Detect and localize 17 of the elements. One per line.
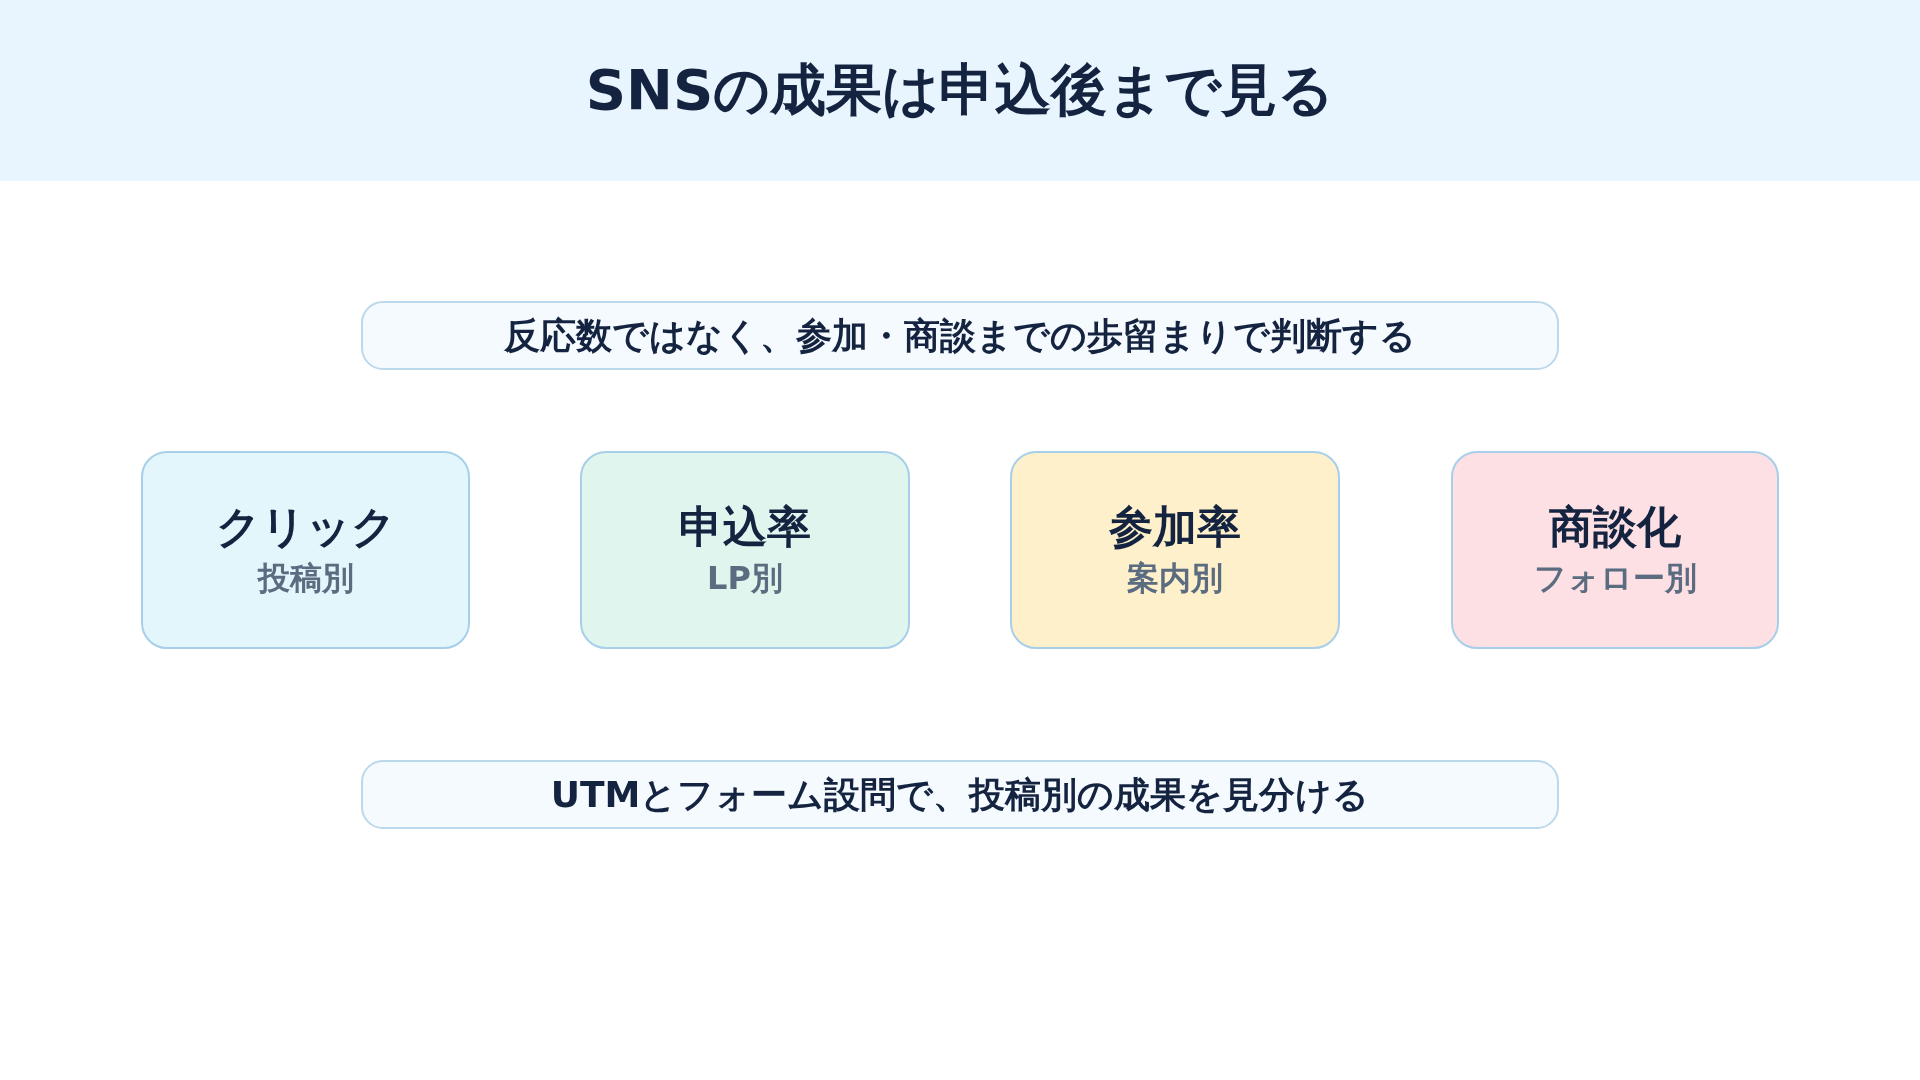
stage-card (1451, 451, 1779, 649)
title: SNSの成果は申込後まで見る (585, 56, 1335, 124)
message-banner (361, 760, 1559, 829)
banner-text: 反応数ではなく、参加・商談までの歩留まりで判断する (504, 313, 1416, 358)
stage-card (141, 451, 470, 649)
message-banner (361, 301, 1559, 370)
card-subtext: LP別 (707, 558, 783, 598)
card-subtext: 投稿別 (257, 558, 354, 598)
stage-card (1010, 451, 1340, 649)
card-subtext: 案内別 (1127, 558, 1223, 598)
card-heading: 商談化 (1549, 502, 1681, 552)
card-heading: 申込率 (679, 502, 811, 552)
stage-card (580, 451, 910, 649)
card-heading: 参加率 (1109, 502, 1241, 552)
banner-text: UTMとフォーム設問で、投稿別の成果を見分ける (550, 772, 1370, 817)
card-subtext: フォロー別 (1533, 558, 1697, 598)
card-heading: クリック (215, 502, 396, 552)
